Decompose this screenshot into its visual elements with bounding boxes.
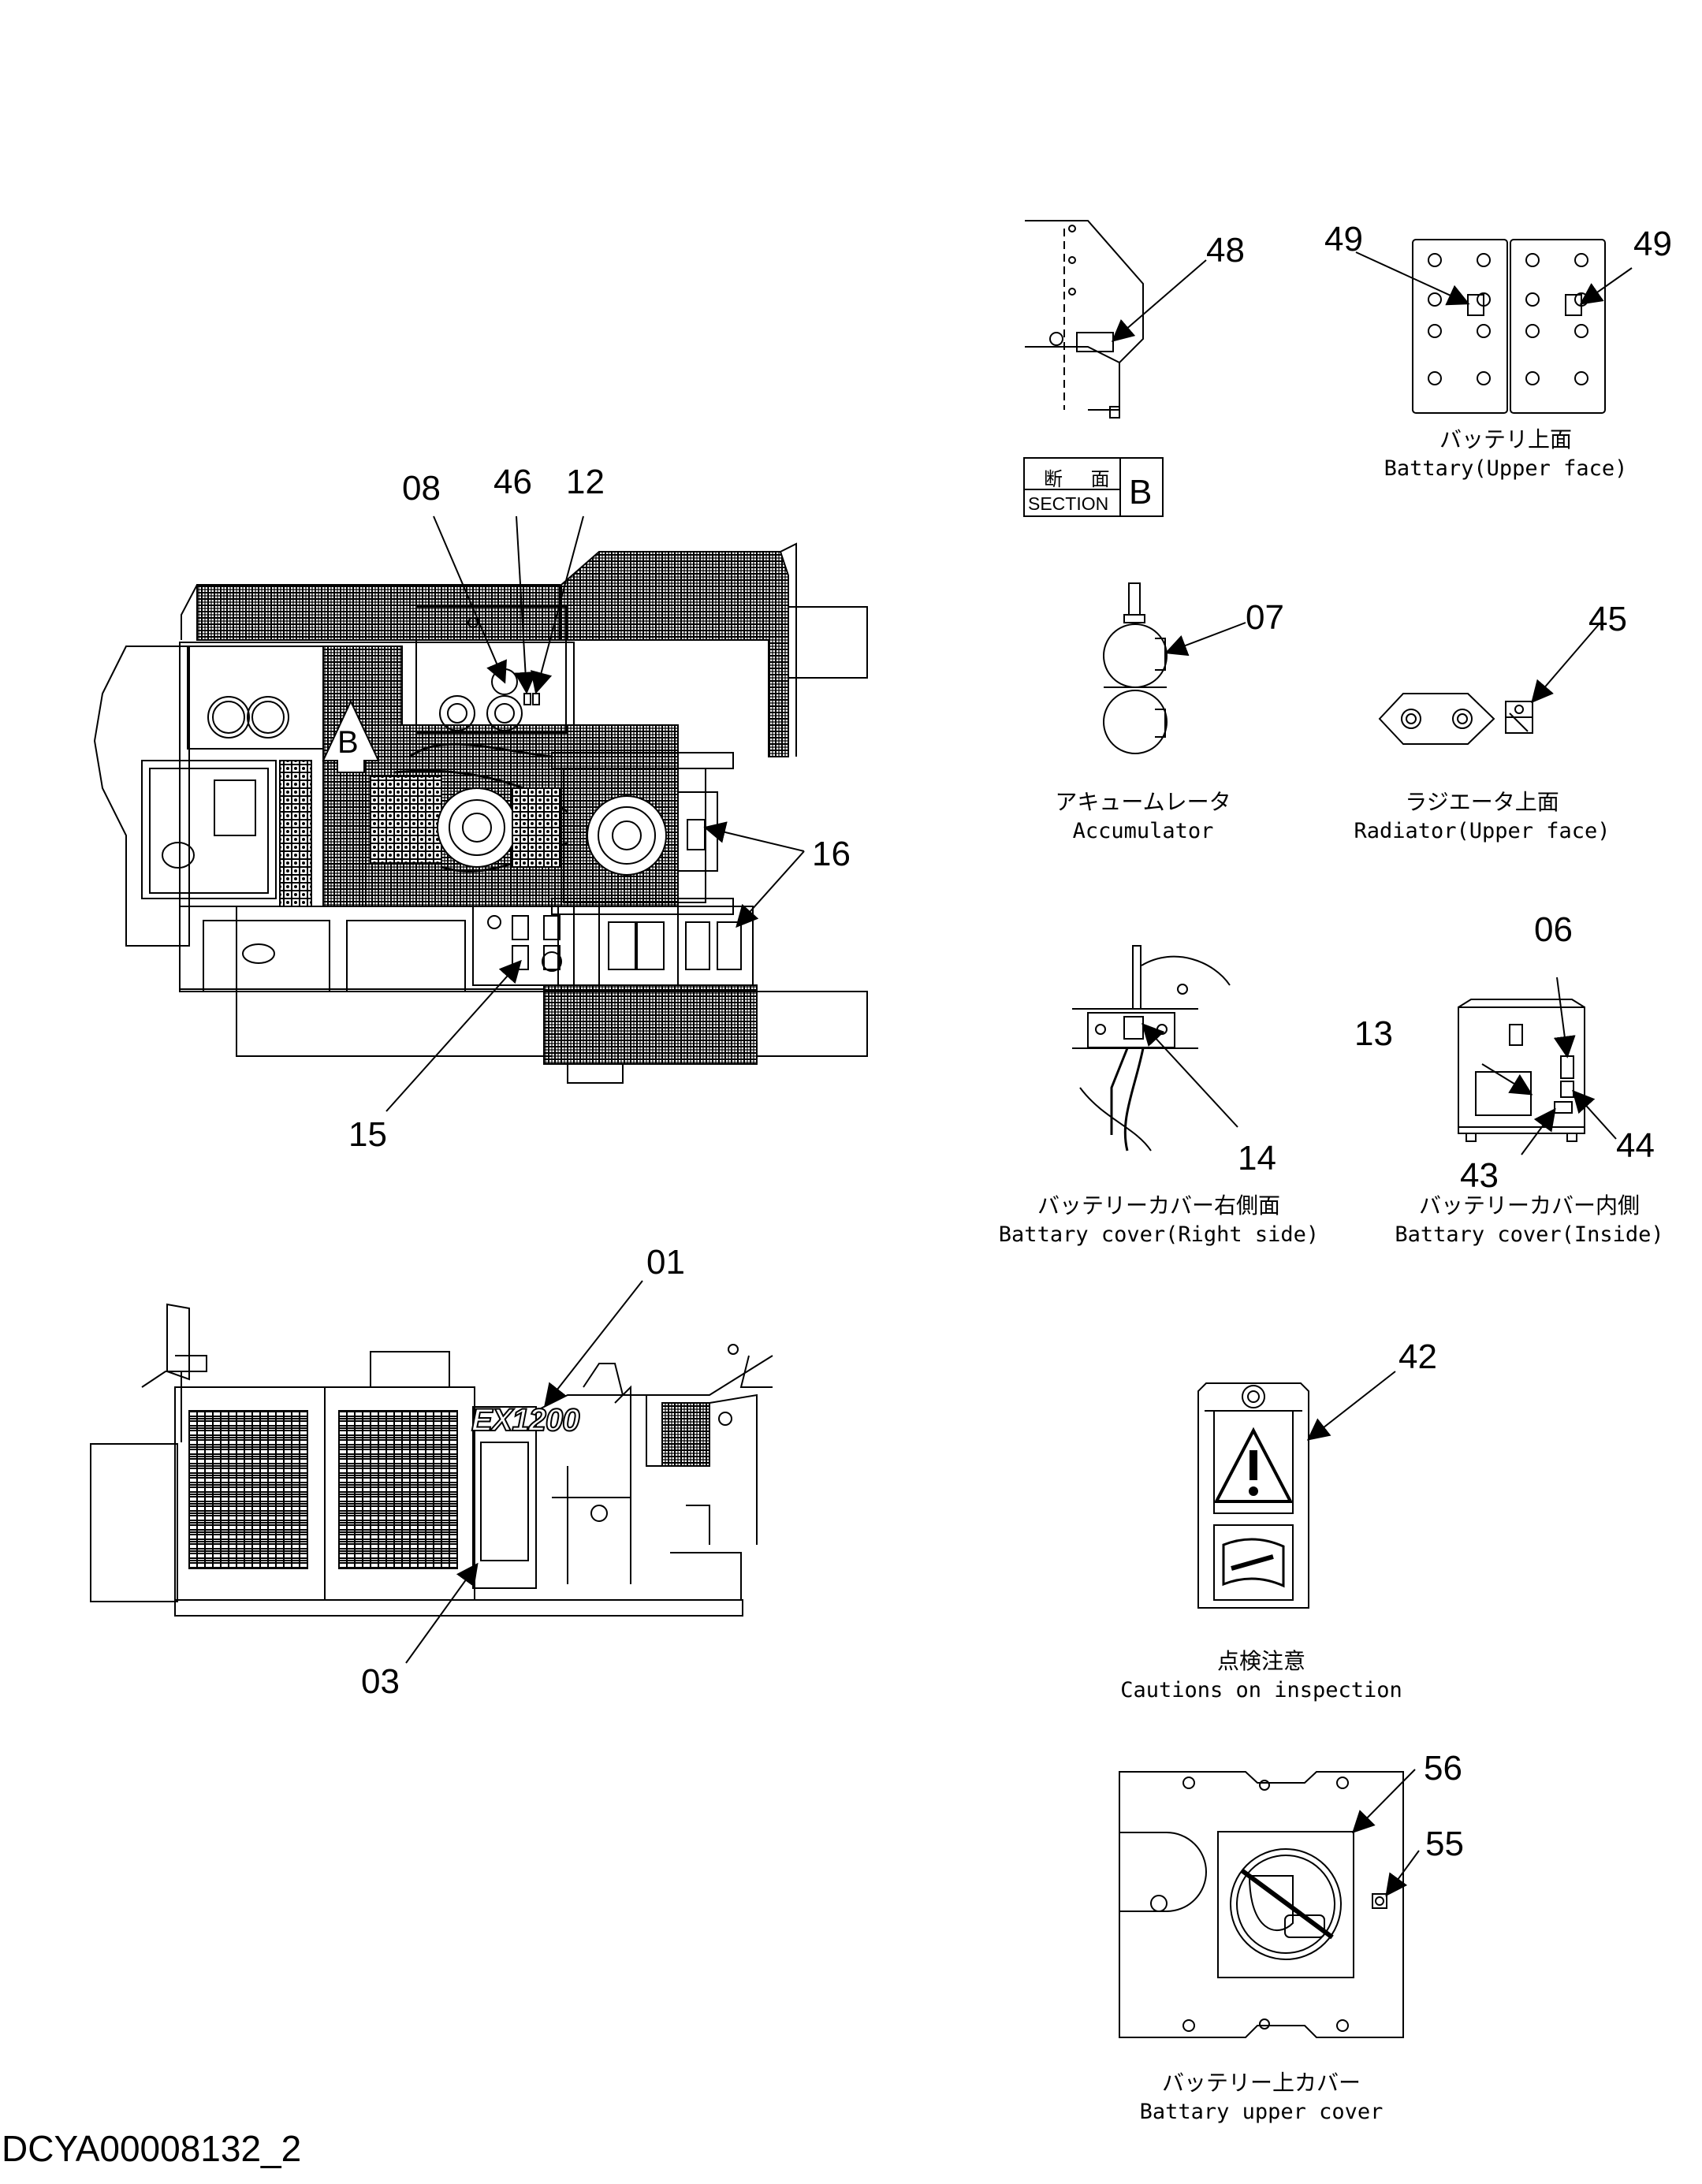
callout-14: 14 <box>1238 1139 1276 1178</box>
callout-49-right: 49 <box>1633 225 1672 263</box>
radiator-drawing <box>1378 693 1533 745</box>
callout-13: 13 <box>1354 1014 1393 1053</box>
section-en: SECTION <box>1028 493 1109 514</box>
caution-label-drawing <box>1197 1382 1309 1609</box>
caption-battery-upper-face: バッテリ上面 Battary(Upper face) <box>1384 426 1628 481</box>
top-view <box>93 542 868 1084</box>
leader-lines <box>385 251 1633 1897</box>
callout-15: 15 <box>348 1115 387 1154</box>
caption-cautions-on-inspection: 点検注意 Cautions on inspection <box>1120 1648 1402 1702</box>
callout-55: 55 <box>1425 1825 1464 1863</box>
callout-48: 48 <box>1206 231 1245 270</box>
caption-battery-upper-cover: バッテリー上カバー Battary upper cover <box>1139 2070 1384 2124</box>
callout-07: 07 <box>1246 598 1284 637</box>
section-ja: 断 面 <box>1044 468 1121 490</box>
side-view <box>90 1303 773 1617</box>
section-b-drawing <box>1025 220 1144 419</box>
caption-battery-cover-inside: バッテリーカバー内側 Battary cover(Inside) <box>1395 1192 1664 1247</box>
battery-cover-inside-drawing <box>1458 999 1585 1142</box>
callout-44: 44 <box>1616 1126 1655 1165</box>
battery-upper-cover-drawing <box>1119 1771 1404 2038</box>
caption-radiator-upper-face: ラジエータ上面 Radiator(Upper face) <box>1354 789 1611 843</box>
callout-03: 03 <box>361 1662 400 1701</box>
battery-upper-face <box>1412 239 1606 414</box>
callout-42: 42 <box>1398 1338 1437 1376</box>
callout-56: 56 <box>1424 1749 1462 1788</box>
callout-08: 08 <box>402 469 441 508</box>
callout-46: 46 <box>493 463 532 501</box>
caption-accumulator: アキュームレータ Accumulator <box>1055 789 1231 843</box>
accumulator-drawing <box>1103 582 1168 754</box>
machine-logo: EX1200 <box>471 1402 580 1438</box>
callout-43: 43 <box>1460 1156 1499 1195</box>
callout-45: 45 <box>1588 600 1627 638</box>
section-letter: B <box>1129 473 1153 512</box>
callout-12: 12 <box>566 463 605 501</box>
callout-16: 16 <box>812 835 851 873</box>
callout-06: 06 <box>1534 910 1573 949</box>
battery-cover-right-drawing <box>1072 945 1231 1152</box>
view-marker-b: B <box>337 725 359 760</box>
callout-49-left: 49 <box>1324 220 1363 259</box>
caption-battery-cover-right: バッテリーカバー右側面 Battary cover(Right side) <box>998 1192 1320 1247</box>
document-id: DCYA00008132_2 <box>2 2128 302 2169</box>
section-b-label: 断 面 SECTION B <box>1023 457 1164 517</box>
callout-01: 01 <box>646 1243 685 1282</box>
